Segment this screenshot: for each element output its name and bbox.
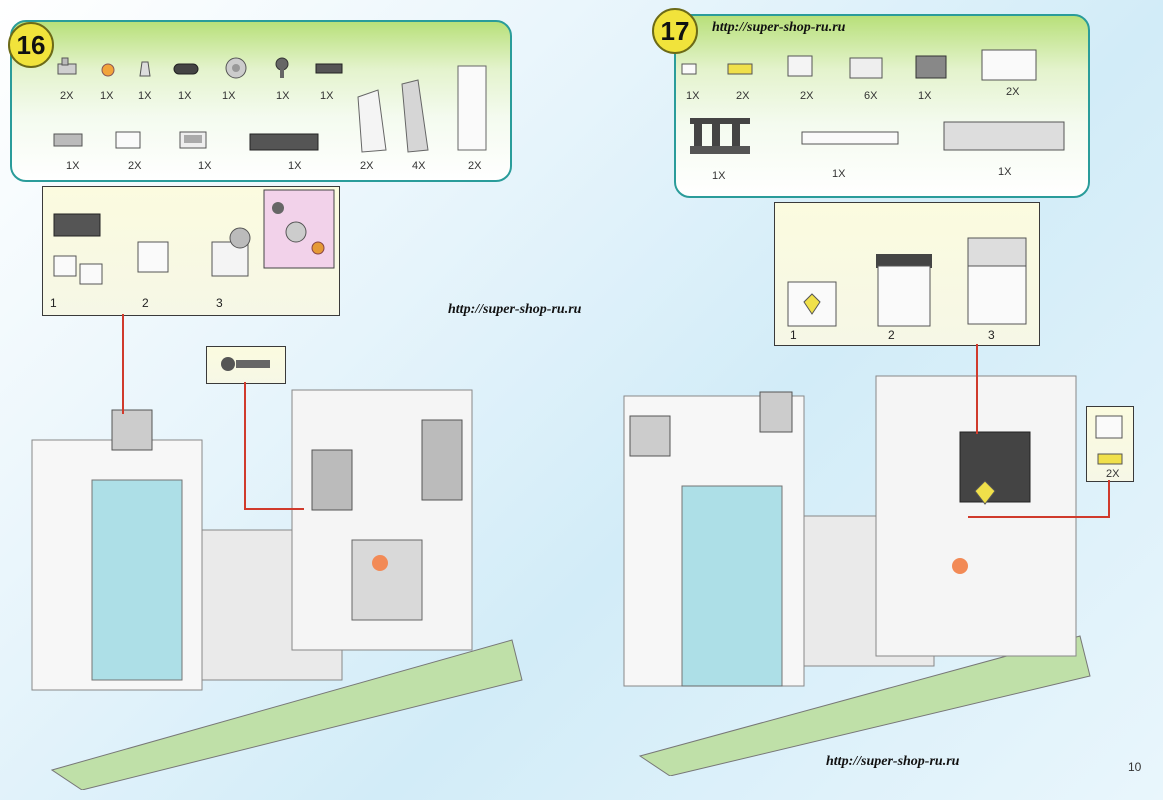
step16-parts-panel: [10, 20, 512, 182]
step16-qty-10: 1X: [198, 160, 212, 172]
step16-parts-row2-icons: [53, 131, 319, 151]
step16-substep-3: 3: [216, 296, 223, 310]
bottom-watermark-url: http://super-shop-ru.ru: [826, 754, 960, 769]
step16-qty-2: 1X: [100, 90, 114, 102]
step17-side-callout-art: [1095, 415, 1123, 465]
step16-badge: 16: [8, 22, 54, 68]
step16-qty-13: 4X: [412, 160, 426, 172]
step16-qty-12: 2X: [360, 160, 374, 172]
step16-tall-pieces: [357, 65, 487, 153]
step16-pin-art: [221, 357, 270, 371]
step17-url: http://super-shop-ru.ru: [712, 20, 846, 35]
step16-substep-1: 1: [50, 296, 57, 310]
step17-qty-7: 1X: [712, 170, 726, 182]
step16-parts-row1-icons: [57, 57, 343, 79]
step16-qty-8: 1X: [66, 160, 80, 172]
step16-qty-6: 1X: [276, 90, 290, 102]
step16-qty-14: 2X: [468, 160, 482, 172]
step16-qty-4: 1X: [178, 90, 192, 102]
step16-qty-7: 1X: [320, 90, 334, 102]
step17-qty-1: 1X: [686, 90, 700, 102]
step16-qty-5: 1X: [222, 90, 236, 102]
step17-callout-qty: 2X: [1106, 468, 1120, 480]
step17-qty-8: 1X: [832, 168, 846, 180]
step17-substep-3: 3: [988, 328, 995, 342]
step17-substep-1: 1: [790, 328, 797, 342]
step17-qty-5: 1X: [918, 90, 932, 102]
step17-main-model: [623, 375, 1091, 776]
step16-substep-2: 2: [142, 296, 149, 310]
step17-parts-row2-icons: [690, 118, 1065, 154]
center-watermark-url: http://super-shop-ru.ru: [448, 302, 582, 317]
step16-qty-1: 2X: [60, 90, 74, 102]
step16-arrow-pin-v: [244, 382, 246, 510]
step16-arrow-pin-h: [244, 508, 304, 510]
step16-qty-3: 1X: [138, 90, 152, 102]
step17-arrow-side-v: [1108, 480, 1110, 516]
page-number: 10: [1128, 760, 1142, 774]
step17-subassembly-art: [787, 237, 1027, 327]
step17-arrow-sub: [976, 344, 978, 434]
step16-qty-9: 2X: [128, 160, 142, 172]
step17-arrow-side-h: [968, 516, 1110, 518]
step17-parts-row1-icons: [681, 49, 1037, 81]
step17-qty-9: 1X: [998, 166, 1012, 178]
step17-qty-2: 2X: [736, 90, 750, 102]
step16-qty-11: 1X: [288, 160, 302, 172]
step16-main-model: [31, 389, 523, 790]
step17-side-callout: [1086, 406, 1134, 482]
step17-badge: 17: [652, 8, 698, 54]
step17-substep-2: 2: [888, 328, 895, 342]
step17-qty-4: 6X: [864, 90, 878, 102]
step16-arrow-vertical: [122, 314, 124, 414]
step17-parts-panel: [674, 14, 1090, 198]
step17-qty-3: 2X: [800, 90, 814, 102]
step16-subassembly-art: [53, 189, 335, 285]
step17-qty-6: 2X: [1006, 86, 1020, 98]
